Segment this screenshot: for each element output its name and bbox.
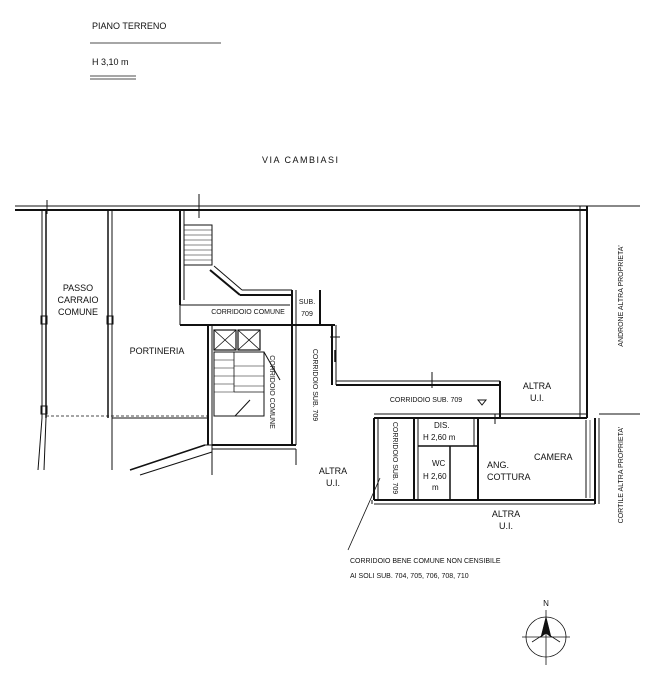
compass-rose: N bbox=[522, 599, 570, 665]
room-label-corridoio-sub709-horizontal: CORRIDOIO SUB. 709 bbox=[390, 397, 462, 404]
room-label-altra-ui-2a: ALTRA bbox=[319, 466, 347, 476]
room-label-corridoio-comune: CORRIDOIO COMUNE bbox=[211, 309, 285, 316]
room-label-altra-ui-3b: U.I. bbox=[499, 521, 513, 531]
note-line-1: CORRIDOIO BENE COMUNE NON CENSIBILE bbox=[350, 558, 501, 565]
sink-icon bbox=[476, 399, 488, 406]
room-label-portineria: PORTINERIA bbox=[130, 346, 185, 356]
compass-north-label: N bbox=[543, 599, 549, 608]
room-label-corridoio-comune-vertical: CORRIDOIO COMUNE bbox=[268, 355, 275, 429]
room-label-corridoio-sub709-vertical-2: CORRIDOIO SUB. 709 bbox=[391, 422, 398, 494]
room-label-altra-ui-1a: ALTRA bbox=[523, 381, 551, 391]
unit-walls bbox=[295, 325, 640, 505]
passo-carraio-walls bbox=[37, 315, 210, 471]
note-leader-line bbox=[347, 477, 381, 551]
room-label-cottura: COTTURA bbox=[487, 472, 531, 482]
room-label-wc-height: H 2,60 bbox=[423, 472, 447, 481]
elevator-shafts bbox=[213, 329, 261, 351]
room-label-sub709-2: 709 bbox=[301, 311, 313, 318]
room-label-camera: CAMERA bbox=[534, 452, 573, 462]
note-line-2: AI SOLI SUB. 704, 705, 706, 708, 710 bbox=[350, 573, 469, 580]
floor-title: PIANO TERRENO bbox=[92, 21, 166, 31]
floor-height: H 3,10 m bbox=[92, 57, 129, 67]
facade-wall bbox=[15, 194, 640, 418]
room-label-altra-ui-1b: U.I. bbox=[530, 393, 544, 403]
portineria-walls bbox=[112, 210, 335, 450]
room-label-passo-2: CARRAIO bbox=[57, 295, 98, 305]
room-label-wc-unit: m bbox=[432, 483, 439, 492]
room-label-passo-1: PASSO bbox=[63, 283, 93, 293]
entrance-walls bbox=[111, 418, 213, 476]
room-label-altra-ui-3a: ALTRA bbox=[492, 509, 520, 519]
side-label-cortile: CORTILE ALTRA PROPRIETA' bbox=[618, 427, 625, 524]
room-label-dis-height: H 2,60 m bbox=[423, 433, 456, 442]
street-label: VIA CAMBIASI bbox=[262, 155, 340, 165]
room-label-ang: ANG. bbox=[487, 460, 509, 470]
room-label-passo-3: COMUNE bbox=[58, 307, 98, 317]
room-label-wc: WC bbox=[432, 459, 446, 468]
room-label-dis: DIS. bbox=[434, 421, 450, 430]
room-label-corridoio-sub709-vertical: CORRIDOIO SUB. 709 bbox=[311, 349, 318, 421]
side-label-androne: ANDRONE ALTRA PROPRIETA' bbox=[618, 245, 625, 346]
stair-steps bbox=[183, 224, 281, 417]
room-label-sub709-1: SUB. bbox=[299, 299, 315, 306]
room-label-altra-ui-2b: U.I. bbox=[326, 478, 340, 488]
